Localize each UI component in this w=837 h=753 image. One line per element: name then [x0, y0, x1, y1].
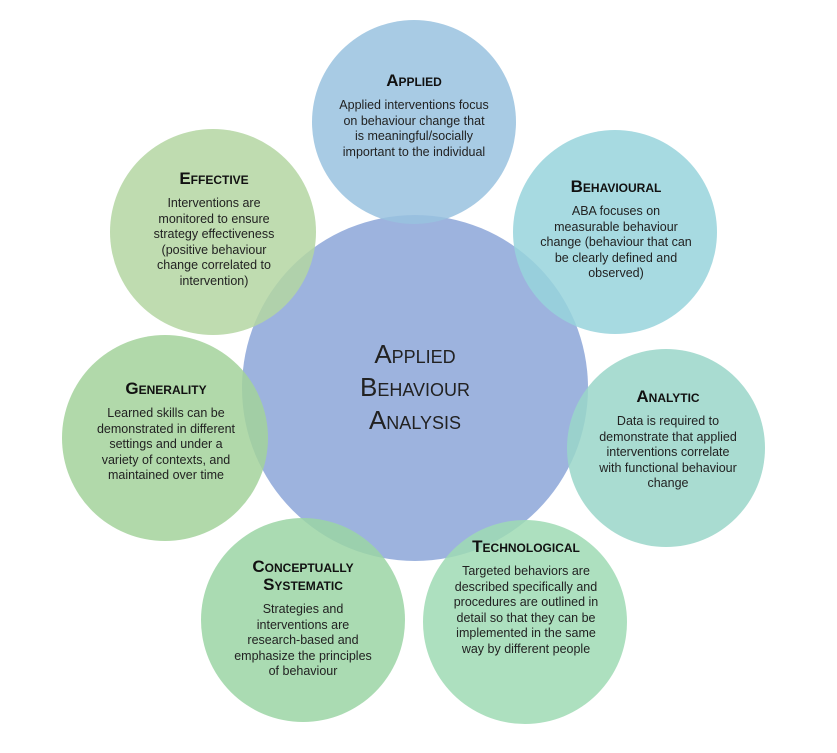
node-behavioural: Behavioural ABA focuses on measurable be…: [540, 178, 692, 282]
node-title: Effective: [179, 169, 249, 188]
node-effective: Effective Interventions are monitored to…: [140, 170, 288, 289]
circle-technological: [423, 520, 627, 724]
circle-conceptually-systematic: [201, 518, 405, 722]
node-title: Technological: [472, 537, 580, 556]
node-applied: Applied Applied interventions focus on b…: [339, 72, 489, 160]
center-title: Applied Behaviour Analysis: [300, 338, 530, 437]
circle-analytic: [567, 349, 765, 547]
node-title: Applied: [386, 71, 442, 90]
node-text: Data is required to demonstrate that app…: [599, 414, 737, 490]
node-title: Behavioural: [570, 177, 662, 196]
node-text: Applied interventions focus on behaviour…: [339, 98, 489, 159]
node-analytic: Analytic Data is required to demonstrate…: [598, 388, 738, 492]
node-technological: Technological Targeted behaviors are des…: [452, 538, 600, 657]
node-text: Targeted behaviors are described specifi…: [453, 564, 599, 656]
node-title: Conceptually Systematic: [252, 557, 354, 594]
node-title: Analytic: [636, 387, 700, 406]
center-circle: [242, 215, 588, 561]
circle-applied: [312, 20, 516, 224]
center-line-3: Analysis: [368, 405, 462, 435]
circle-behavioural: [513, 130, 717, 334]
node-text: Learned skills can be demonstrated in di…: [96, 406, 236, 482]
node-text: Interventions are monitored to ensure st…: [153, 196, 275, 288]
node-text: Strategies and interventions are researc…: [234, 602, 372, 678]
center-line-1: Applied: [374, 339, 456, 369]
node-conceptually-systematic: Conceptually Systematic Strategies and i…: [233, 558, 373, 680]
node-generality: Generality Learned skills can be demonst…: [92, 380, 240, 484]
circle-effective: [110, 129, 316, 335]
node-text: ABA focuses on measurable behaviour chan…: [540, 204, 692, 280]
center-line-2: Behaviour: [359, 372, 471, 402]
circle-generality: [62, 335, 268, 541]
node-title: Generality: [125, 379, 207, 398]
